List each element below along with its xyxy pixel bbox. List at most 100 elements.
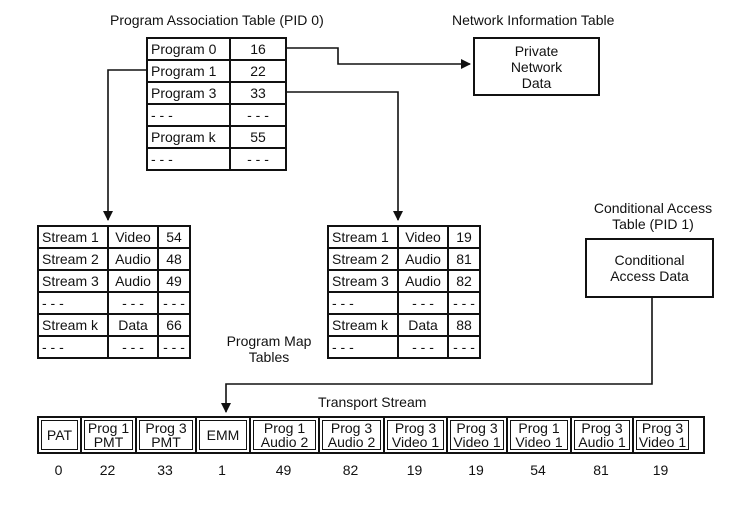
pmt-type-cell: Audio <box>397 269 449 293</box>
pmt-label: Program Map Tables <box>214 333 324 365</box>
cat-title-line2: Table (PID 1) <box>612 216 694 232</box>
pmt-pid-cell: - - - <box>157 335 191 359</box>
transport-packet: Prog 1 Audio 2 <box>251 418 320 452</box>
pmt-row: - - -- - -- - - <box>327 335 481 359</box>
pat-row: - - -- - - <box>146 103 287 127</box>
pat-pid-cell: - - - <box>229 103 287 127</box>
pmt-stream-cell: - - - <box>327 291 399 315</box>
pat-program-cell: Program 0 <box>146 37 231 61</box>
pmt-pid-cell: 54 <box>157 225 191 249</box>
pmt-type-cell: Audio <box>107 269 159 293</box>
pmt-type-cell: Data <box>107 313 159 337</box>
pat-row: - - -- - - <box>146 147 287 171</box>
pmt-stream-cell: Stream k <box>327 313 399 337</box>
pat-program-cell: Program k <box>146 125 231 149</box>
nit-title: Network Information Table <box>452 12 615 28</box>
pmt-label-line1: Program Map <box>226 333 312 349</box>
pat-program-cell: - - - <box>146 147 231 171</box>
transport-packet-pid: 19 <box>406 462 423 478</box>
pmt-stream-cell: - - - <box>37 335 109 359</box>
pmt-stream-cell: Stream 2 <box>327 247 399 271</box>
pmt-pid-cell: - - - <box>157 291 191 315</box>
pmt-stream-cell: Stream 1 <box>37 225 109 249</box>
pmt-pid-cell: 81 <box>447 247 481 271</box>
transport-packet-pid: 22 <box>99 462 116 478</box>
transport-packet: Prog 3 Audio 2 <box>320 418 385 452</box>
pmt-type-cell: Audio <box>397 247 449 271</box>
arrow-pat-to-left-pmt <box>103 69 148 221</box>
pmt-stream-cell: Stream 3 <box>327 269 399 293</box>
pmt-type-cell: - - - <box>397 291 449 315</box>
pmt-label-line2: Tables <box>248 349 290 365</box>
cat-title: Conditional Access Table (PID 1) <box>568 200 738 232</box>
pmt-stream-cell: Stream 3 <box>37 269 109 293</box>
transport-packet: Prog 3 Audio 1 <box>572 418 634 452</box>
pmt-pid-cell: 82 <box>447 269 481 293</box>
transport-packet: Prog 3 Video 1 <box>385 418 448 452</box>
transport-packet-pid: 33 <box>157 462 173 478</box>
pmt-type-cell: - - - <box>397 335 449 359</box>
pmt-type-cell: Audio <box>107 247 159 271</box>
pat-pid-cell: 22 <box>229 59 287 83</box>
transport-packet: EMM <box>197 418 251 452</box>
cat-title-line1: Conditional Access <box>593 200 713 216</box>
pmt-type-cell: Video <box>397 225 449 249</box>
pat-program-cell: Program 3 <box>146 81 231 105</box>
pat-program-cell: - - - <box>146 103 231 127</box>
pmt-type-cell: Video <box>107 225 159 249</box>
pmt-type-cell: - - - <box>107 291 159 315</box>
transport-packet-pid: 1 <box>218 462 226 478</box>
transport-stream-title: Transport Stream <box>318 394 427 410</box>
pat-pid-cell: 33 <box>229 81 287 105</box>
pmt-pid-cell: 88 <box>447 313 481 337</box>
pmt-row: - - -- - -- - - <box>37 335 191 359</box>
transport-packet-pid: 49 <box>275 462 292 478</box>
pmt-stream-cell: Stream k <box>37 313 109 337</box>
pat-pid-cell: 16 <box>229 37 287 61</box>
transport-packet: Prog 1 Video 1 <box>508 418 572 452</box>
pmt-pid-cell: - - - <box>447 335 481 359</box>
transport-packet-pid: 81 <box>593 462 609 478</box>
arrow-pat-to-nit <box>287 47 471 69</box>
pmt-pid-cell: 49 <box>157 269 191 293</box>
pat-title: Program Association Table (PID 0) <box>110 12 324 28</box>
pmt-row: - - -- - -- - - <box>327 291 481 315</box>
pmt-type-cell: - - - <box>107 335 159 359</box>
pmt-stream-cell: Stream 2 <box>37 247 109 271</box>
pmt-type-cell: Data <box>397 313 449 337</box>
nit-box: Private Network Data <box>473 37 600 96</box>
transport-packet: Prog 3 Video 1 <box>448 418 508 452</box>
transport-packet-pid: 54 <box>530 462 546 478</box>
transport-packet: Prog 3 Video 1 <box>634 418 691 452</box>
pmt-pid-cell: 66 <box>157 313 191 337</box>
pmt-pid-cell: 19 <box>447 225 481 249</box>
cat-box: Conditional Access Data <box>585 238 714 298</box>
pat-pid-cell: 55 <box>229 125 287 149</box>
pmt-stream-cell: - - - <box>327 335 399 359</box>
pmt-pid-cell: 48 <box>157 247 191 271</box>
arrow-pat-to-right-pmt <box>287 91 403 221</box>
transport-packet-pid: 82 <box>342 462 359 478</box>
arrow-cat-to-emm <box>221 296 653 413</box>
pmt-stream-cell: - - - <box>37 291 109 315</box>
pmt-pid-cell: - - - <box>447 291 481 315</box>
pat-program-cell: Program 1 <box>146 59 231 83</box>
pmt-stream-cell: Stream 1 <box>327 225 399 249</box>
pmt-row: - - -- - -- - - <box>37 291 191 315</box>
